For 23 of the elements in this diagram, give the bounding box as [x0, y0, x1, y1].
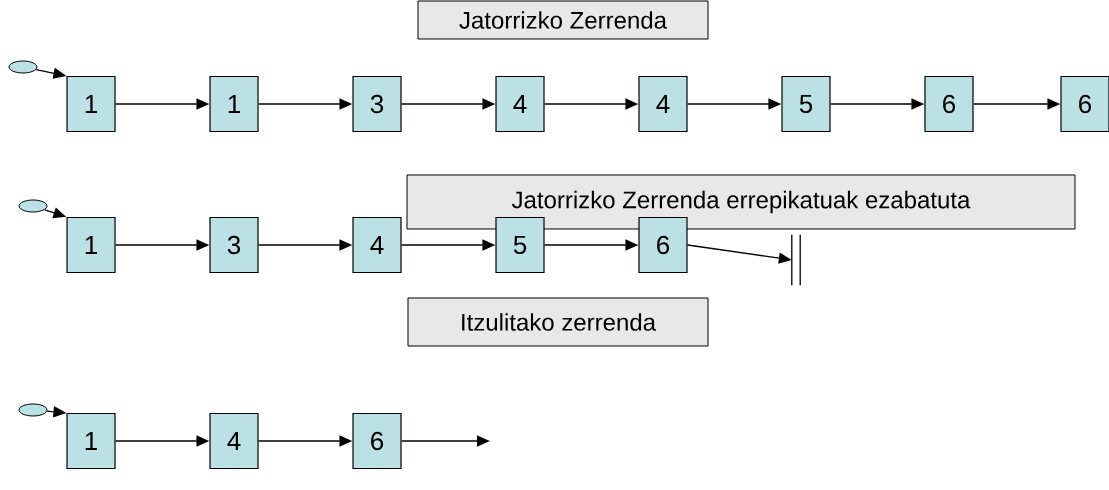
title-box: Jatorrizko Zerrenda errepikatuak ezabatuta — [406, 174, 1076, 230]
number-box: 1 — [66, 412, 116, 470]
number-box: 4 — [352, 216, 402, 274]
number-box: 4 — [495, 75, 545, 133]
number-box: 5 — [495, 216, 545, 274]
number-box: 6 — [924, 75, 974, 133]
number-box: 1 — [66, 75, 116, 133]
number-box: 3 — [209, 216, 259, 274]
start-pointer — [8, 60, 38, 74]
number-box: 3 — [352, 75, 402, 133]
number-box: 6 — [1060, 75, 1109, 133]
title-box: Itzulitako zerrenda — [407, 297, 709, 347]
number-box: 1 — [66, 216, 116, 274]
number-box: 5 — [781, 75, 831, 133]
start-pointer — [18, 403, 48, 417]
number-box: 6 — [638, 216, 688, 274]
number-box: 1 — [209, 75, 259, 133]
number-box: 4 — [638, 75, 688, 133]
start-pointer — [18, 199, 48, 213]
null-terminator — [791, 234, 801, 286]
number-box: 6 — [352, 412, 402, 470]
title-box: Jatorrizko Zerrenda — [417, 0, 709, 40]
number-box: 4 — [209, 412, 259, 470]
